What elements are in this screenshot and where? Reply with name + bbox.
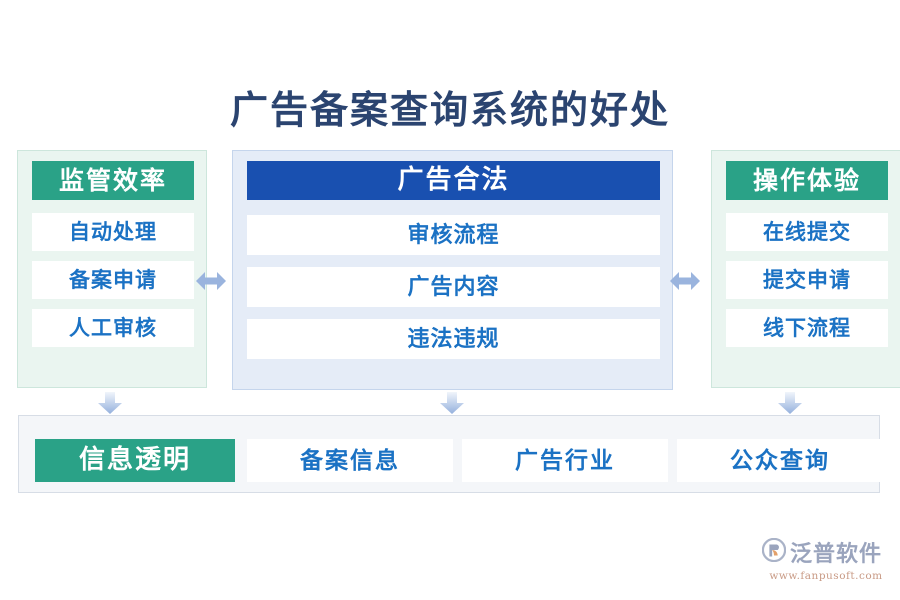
panel-center-header: 广告合法 [247,161,660,200]
fanpu-logo-icon [761,537,787,566]
panel-right-card-3[interactable]: 线下流程 [726,309,888,347]
bottom-bar: 信息透明 备案信息 广告行业 公众查询 [18,415,883,493]
panel-center-legality: 广告合法 审核流程 广告内容 违法违规 [232,150,673,390]
panel-left-card-2[interactable]: 备案申请 [32,261,194,299]
arrow-down-icon-right [777,392,803,414]
panel-center-card-1[interactable]: 审核流程 [247,215,660,255]
bottom-tile-1[interactable]: 备案信息 [247,439,453,482]
watermark: 泛普软件 www.fanpusoft.com [761,536,890,588]
bottom-tile-accent[interactable]: 信息透明 [35,439,235,482]
arrow-down-icon-center [439,392,465,414]
panel-left-header: 监管效率 [32,161,194,200]
bottom-tile-2[interactable]: 广告行业 [462,439,668,482]
bottom-tile-3[interactable]: 公众查询 [677,439,883,482]
double-arrow-left-right-icon-2 [670,268,700,294]
panel-right-card-2[interactable]: 提交申请 [726,261,888,299]
panel-left-card-1[interactable]: 自动处理 [32,213,194,251]
panel-left-supervision: 监管效率 自动处理 备案申请 人工审核 [17,150,207,388]
page-title: 广告备案查询系统的好处 [229,87,670,132]
watermark-url: www.fanpusoft.com [769,570,883,582]
panel-right-header: 操作体验 [726,161,888,200]
double-arrow-left-right-icon [196,268,226,294]
watermark-row: 泛普软件 [761,536,890,568]
panel-center-card-3[interactable]: 违法违规 [247,319,660,359]
panel-right-card-1[interactable]: 在线提交 [726,213,888,251]
arrow-down-icon-left [97,392,123,414]
columns-row: 监管效率 自动处理 备案申请 人工审核 广告合法 审核流程 广告内容 违法违规 … [0,150,900,390]
watermark-brand: 泛普软件 [790,542,883,567]
panel-center-card-2[interactable]: 广告内容 [247,267,660,307]
panel-left-card-3[interactable]: 人工审核 [32,309,194,347]
panel-right-experience: 操作体验 在线提交 提交申请 线下流程 [711,150,900,388]
